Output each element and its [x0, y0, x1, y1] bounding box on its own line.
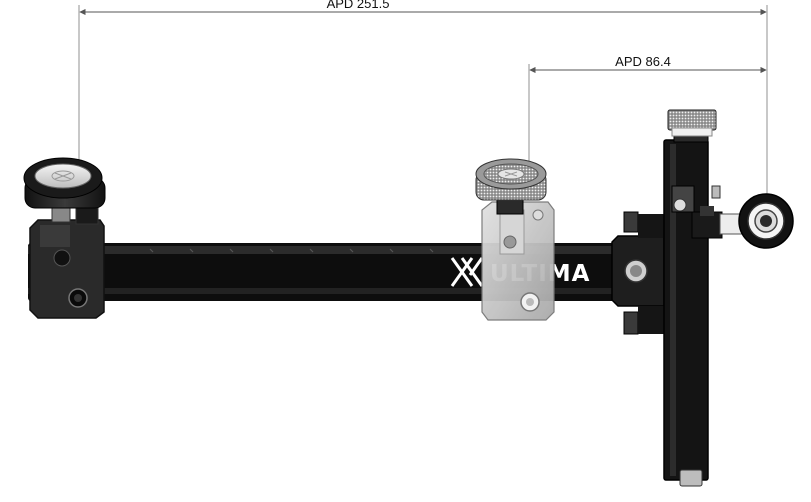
scope-mount [671, 185, 743, 239]
dimension-label-short: APD 86.4 [615, 54, 671, 69]
knob-mark-icon [51, 170, 75, 182]
rear-mount-block [29, 207, 105, 319]
elevation-bar [663, 127, 709, 487]
front-knob-mark-icon [504, 171, 518, 177]
scope-lens-icon [738, 193, 794, 249]
extension-bar [28, 243, 628, 301]
sight-carriage [611, 211, 665, 335]
dimension-label-long: APD 251.5 [327, 0, 390, 11]
ultima-mark-icon [450, 257, 484, 287]
front-mount-block [481, 201, 555, 321]
front-adjust-knob[interactable] [475, 158, 547, 215]
rear-adjust-knob[interactable] [23, 157, 106, 209]
elevation-top-cap[interactable] [667, 109, 717, 137]
dimension-apd-short: APD 86.4 [528, 54, 767, 178]
dimension-apd-long: APD 251.5 [78, 0, 768, 200]
